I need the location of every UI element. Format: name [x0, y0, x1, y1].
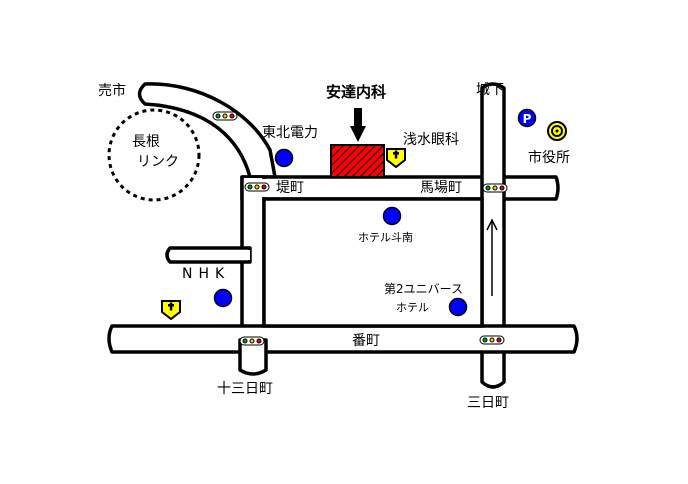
road-bancho — [107, 324, 579, 354]
one-way-arrow-icon — [486, 218, 498, 296]
daini-univ-hotel-marker — [448, 297, 468, 317]
place-bancho: 番町 — [352, 333, 380, 349]
city-block — [262, 197, 484, 328]
place-tsutsumimachi: 堤町 — [276, 180, 304, 196]
landmark-markers — [213, 108, 537, 317]
road-baishi-curve — [137, 82, 277, 179]
roads — [107, 82, 579, 389]
road-nhk-branch — [165, 246, 252, 264]
place-nhk: NHK — [182, 266, 231, 282]
clinic-title: 安達内科 — [326, 83, 387, 101]
place-shiyakusho: 市役所 — [528, 150, 570, 166]
traffic-light-icon — [244, 182, 270, 192]
traffic-light-icon — [479, 335, 505, 345]
hospital-icon — [386, 148, 406, 169]
place-baishi: 売市 — [98, 83, 126, 99]
place-mikkamachi: 三日町 — [467, 395, 509, 411]
place-hotel-tonan: ホテル斗南 — [358, 231, 413, 244]
clinic-hatching — [330, 144, 385, 178]
tohoku-denryoku-marker — [274, 148, 294, 168]
place-daini-univ-line2: ホテル — [396, 301, 429, 314]
place-jusanichimachi: 十三日町 — [217, 381, 273, 397]
traffic-light-icon — [212, 111, 238, 121]
place-tohoku-denryoku: 東北電力 — [262, 125, 318, 141]
traffic-light-icon — [482, 183, 508, 193]
place-asamizu-clinic: 浅水眼科 — [403, 132, 459, 148]
nagane-rink-circle — [107, 108, 201, 202]
road-tsutsumi-baba — [240, 175, 560, 201]
place-jouka: 城下 — [476, 82, 504, 98]
place-nagane-line1: 長根 — [132, 134, 160, 150]
clinic-arrow-icon — [350, 108, 366, 142]
traffic-light-icon — [239, 336, 265, 346]
junction-fill — [242, 250, 250, 260]
place-babamachi: 馬場町 — [420, 180, 462, 196]
place-daini-univ-line1: 第2ユニバース — [384, 282, 464, 296]
hospital-icon — [161, 300, 181, 321]
place-nagane-line2: リンク — [137, 154, 179, 170]
road-right-vertical — [480, 82, 506, 389]
city-hall-icon — [547, 121, 567, 141]
hotel-tonan-marker — [382, 206, 402, 226]
traffic-lights — [212, 111, 508, 346]
parking-marker — [517, 108, 537, 128]
parking-letter: P — [523, 112, 532, 126]
nhk-marker — [213, 288, 233, 308]
